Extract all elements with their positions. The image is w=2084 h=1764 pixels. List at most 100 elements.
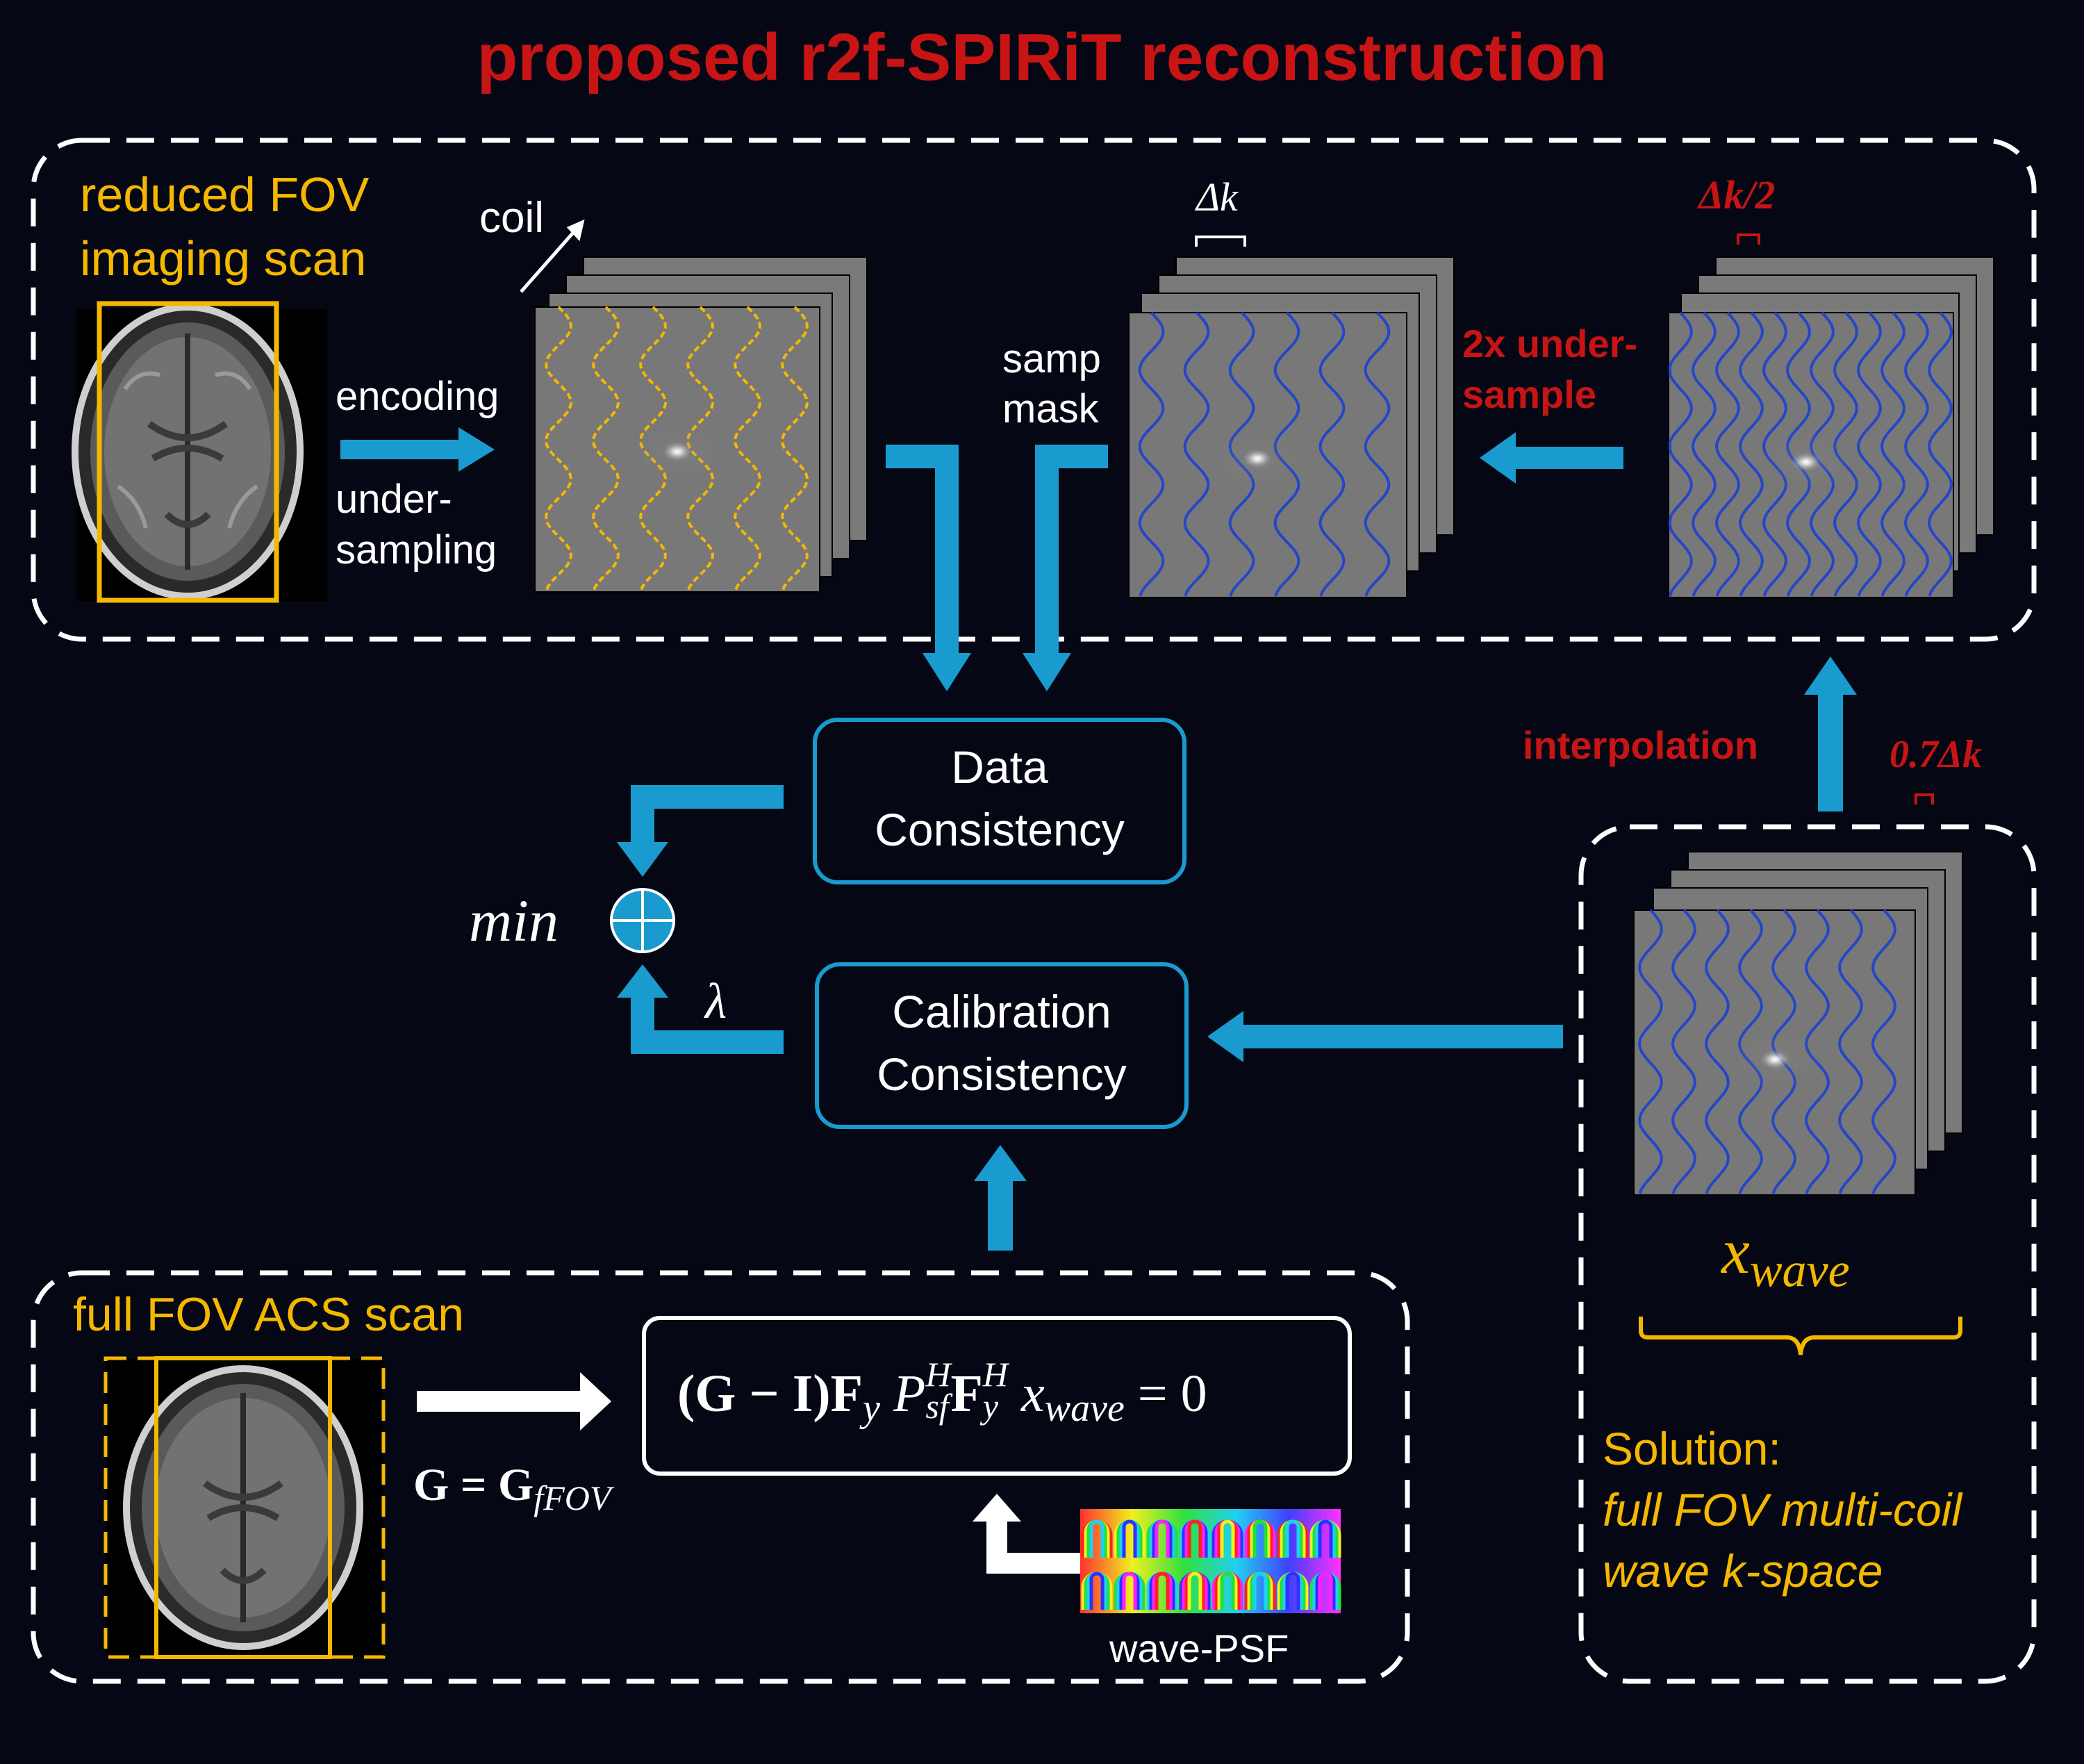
psf-arc (1220, 1519, 1235, 1558)
samp-mask-label-line2: mask (1002, 386, 1099, 431)
wave-trajectory (1691, 311, 1717, 597)
calibration-to-min-arrow (617, 964, 784, 1054)
psf-arc (1285, 1519, 1300, 1558)
wave-trajectory (544, 306, 573, 591)
interpolation-label: interpolation (1523, 723, 1759, 767)
psf-arc (1122, 1572, 1137, 1610)
wave-trajectory (780, 306, 809, 591)
x-wave-symbol: x (1721, 1216, 1750, 1287)
psf-to-equation-arrow (973, 1494, 1080, 1574)
delta-k-half-bracket (1737, 233, 1760, 245)
wave-trajectory (686, 306, 715, 591)
equation-lhs: (G − I)F (677, 1365, 863, 1423)
psf-arc (1089, 1572, 1105, 1610)
top-panel-frame (31, 138, 2037, 642)
delta-07-bracket (1915, 793, 1934, 805)
equation-to-calibration-arrow (974, 1145, 1027, 1251)
calibration-consistency-box: Calibration Consistency (815, 962, 1189, 1129)
wave-trajectory (1669, 311, 1694, 597)
to-data-consistency-arrow-left (886, 445, 971, 691)
g-equation: G = GfFOV (413, 1460, 611, 1517)
x-wave-label: xwave (1721, 1219, 1850, 1295)
equation-p: P (879, 1365, 926, 1423)
g-equation-sub: fFOV (534, 1478, 611, 1517)
equation-f-sup: H (982, 1355, 1008, 1394)
coil-kspace-stack-orange (534, 256, 868, 593)
undersample-label-line2: sample (1462, 372, 1596, 416)
equation-x: x (1008, 1365, 1045, 1423)
psf-arc (1089, 1519, 1105, 1558)
wave-trajectory (638, 306, 668, 591)
equation-p-sub: sf (925, 1387, 949, 1426)
wave-trajectory (1714, 311, 1741, 597)
plus-circle-icon (610, 888, 675, 953)
to-data-consistency-arrow-right (1023, 445, 1108, 691)
psf-arc (1285, 1572, 1300, 1610)
data-consistency-line2: Consistency (875, 804, 1125, 855)
equation-f: F (950, 1365, 983, 1423)
psf-arc (1220, 1572, 1235, 1610)
wave-psf-label: wave-PSF (1109, 1626, 1289, 1670)
data-consistency-box: Data Consistency (813, 718, 1186, 884)
right-panel-frame (1578, 824, 2037, 1684)
psf-arc (1155, 1572, 1170, 1610)
delta-07-label: 0.7Δk (1889, 733, 1983, 776)
full-fov-brain-image (104, 1356, 386, 1659)
wave-trajectory (1856, 311, 1883, 597)
solution-label-line3: wave k-space (1603, 1545, 1883, 1597)
wave-trajectory (1903, 311, 1930, 597)
psf-arc (1318, 1519, 1333, 1558)
solution-kspace-stack (1633, 851, 1963, 1196)
solution-label-line2: full FOV multi-coil (1603, 1484, 1962, 1535)
equation-rhs: = 0 (1124, 1365, 1207, 1423)
undersampling-label-line2: sampling (336, 527, 497, 572)
undersample-label-line1: 2x under- (1462, 322, 1638, 365)
interpolated-kspace-stack (1668, 256, 1994, 598)
bottom-panel-frame (31, 1270, 1410, 1684)
psf-arc (1155, 1519, 1170, 1558)
full-fov-acs-label: full FOV ACS scan (73, 1288, 465, 1341)
equation-f-sub: y (982, 1387, 999, 1426)
psf-arc (1122, 1519, 1137, 1558)
delta-k-half-label: Δk/2 (1698, 172, 1776, 217)
equation-y1: y (863, 1387, 880, 1430)
solution-brace (1639, 1317, 1962, 1355)
calibration-consistency-line2: Consistency (877, 1048, 1127, 1100)
calibration-consistency-line1: Calibration (892, 986, 1111, 1037)
undersampling-label-line1: under- (336, 477, 452, 522)
data-consistency-to-min-arrow (617, 785, 784, 877)
reduced-fov-label-line1: reduced FOV (80, 167, 370, 222)
wave-psf-image (1080, 1509, 1341, 1613)
interpolation-arrow (1804, 657, 1857, 811)
wave-trajectory (1837, 909, 1864, 1194)
wave-trajectory (1927, 311, 1953, 597)
sampling-mask-kspace-stack (1128, 256, 1455, 598)
wave-trajectory (591, 306, 620, 591)
lambda-label: λ (705, 973, 727, 1029)
x-wave-subscript: wave (1749, 1244, 1850, 1298)
encoding-arrow (340, 427, 495, 472)
undersample-arrow (1480, 432, 1623, 484)
psf-arc (1187, 1519, 1202, 1558)
delta-k-bracket (1195, 236, 1246, 247)
to-calibration-arrow (1207, 1011, 1563, 1062)
wave-trajectory (1671, 909, 1697, 1194)
wave-trajectory (1138, 311, 1165, 597)
wave-trajectory (1637, 909, 1664, 1194)
wave-trajectory (1364, 311, 1391, 597)
psf-arc (1252, 1519, 1268, 1558)
wave-trajectory (1880, 311, 1906, 597)
psf-arc (1318, 1572, 1333, 1610)
reduced-fov-brain-image (72, 301, 326, 603)
wave-trajectory (733, 306, 762, 591)
wave-trajectory (1704, 909, 1730, 1194)
delta-k-label: Δk (1196, 174, 1238, 220)
data-consistency-line1: Data (951, 741, 1048, 793)
g-equation-main: G = G (413, 1460, 534, 1510)
psf-arc (1252, 1572, 1268, 1610)
min-label: min (469, 887, 559, 954)
wave-trajectory (1183, 311, 1210, 597)
samp-mask-label-line1: samp (1002, 336, 1101, 381)
